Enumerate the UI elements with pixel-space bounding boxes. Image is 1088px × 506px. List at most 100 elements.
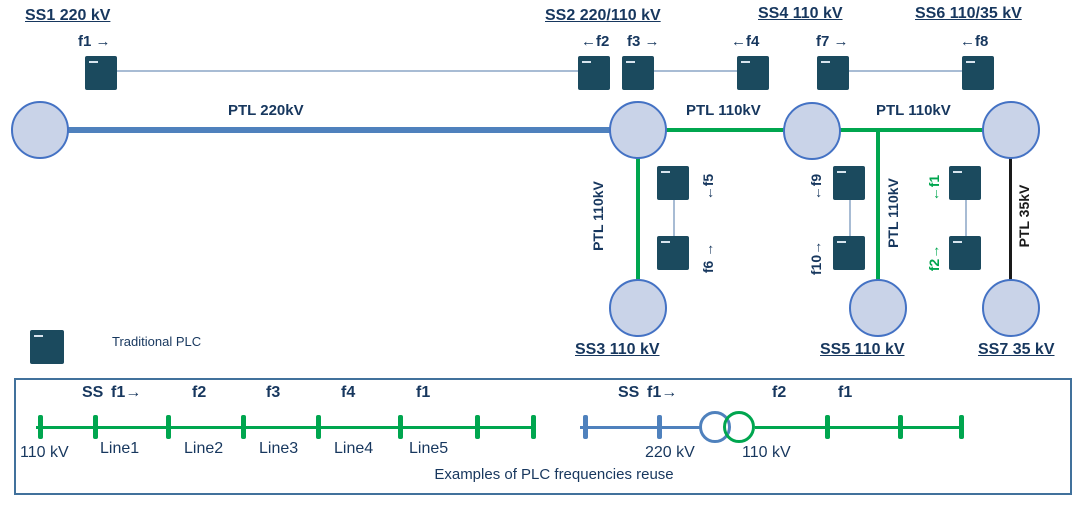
freq-f4-label: ←f4 [731,33,760,50]
example1-line5-label: Line5 [409,440,449,457]
ss3-label: SS3 110 kV [575,341,660,358]
example2-220kv-line [580,426,700,429]
transformer-secondary-winding-icon [723,411,755,443]
example1-f1-reused-label: f1 [416,384,431,401]
plc-box-f9 [833,166,865,200]
plc-screen-icon [741,61,750,63]
example1-f1-label: f1→ [111,384,142,401]
example2-ss-label: SS [618,384,640,401]
example1-line4-label: Line4 [334,440,374,457]
example1-f3-label: f3 [266,384,281,401]
plc-screen-icon [837,171,846,173]
ptl-220kv-label: PTL 220kV [228,102,304,119]
plc-link-f3-f4 [654,70,737,72]
bus-tick [825,415,830,439]
plc-screen-icon [661,171,670,173]
plc-box-f1-reused [949,166,981,200]
plc-screen-icon [626,61,635,63]
ss6-node [982,101,1040,159]
freq-f7-label: f7 → [816,33,849,50]
plc-screen-icon [966,61,975,63]
bus-tick [316,415,321,439]
bus-tick [475,415,480,439]
plc-screen-icon [953,171,962,173]
plc-link-f1-f2 [117,70,578,72]
bus-tick [166,415,171,439]
plc-screen-icon [953,241,962,243]
ptl-110kv-line-ss2-ss3 [636,157,640,281]
ptl-110kv-label-ss4-ss5: PTL 110kV [885,178,901,248]
examples-panel [14,378,1072,495]
ptl-110kv-line-ss2-ss4 [665,128,785,132]
bus-tick [93,415,98,439]
plc-box-f5 [657,166,689,200]
freq-f3-label: f3 → [627,33,660,50]
freq-f6-label: f6 → [700,242,716,274]
ss2-label: SS2 220/110 kV [545,7,661,24]
ptl-110kv-label-ss2-ss3: PTL 110kV [590,181,606,251]
plc-screen-icon [89,61,98,63]
ss3-node [609,279,667,337]
ss4-label: SS4 110 kV [758,5,843,22]
plc-link-f9-f10 [849,200,851,236]
ss6-label: SS6 110/35 kV [915,5,1022,22]
ptl-110kv-label-ss2-ss4: PTL 110kV [686,102,761,119]
ss2-node [609,101,667,159]
plc-screen-icon [34,335,43,337]
example2-f2-label: f2 [772,384,787,401]
plc-link-f7-f8 [849,70,962,72]
bus-tick [583,415,588,439]
freq-f8-label: ←f8 [960,33,989,50]
ptl-110kv-line-ss4-ss5 [876,130,880,281]
bus-tick [38,415,43,439]
example2-f1-label: f1→ [647,384,678,401]
ss7-node [982,279,1040,337]
plc-screen-icon [821,61,830,63]
plc-link-f5-f6 [673,200,675,236]
example2-f1-reused-label: f1 [838,384,853,401]
ss5-node [849,279,907,337]
plc-box-f3 [622,56,654,90]
ptl-110kv-label-ss4-ss6: PTL 110kV [876,102,951,119]
examples-caption: Examples of PLC frequencies reuse [434,466,674,483]
example1-f2-label: f2 [192,384,207,401]
bus-tick [398,415,403,439]
bus-tick [531,415,536,439]
freq-f10-label: f10→ [808,240,824,276]
example1-voltage-label: 110 kV [20,444,69,461]
freq-f2-reused-label: f2→ [926,244,942,272]
example1-line1-label: Line1 [100,440,140,457]
ss4-node [783,102,841,160]
bus-tick [241,415,246,439]
ss7-label: SS7 35 kV [978,341,1055,358]
bus-tick [898,415,903,439]
example2-voltage-left-label: 220 kV [645,444,695,461]
ss1-label: SS1 220 kV [25,7,111,24]
ss1-node [11,101,69,159]
example1-line2-label: Line2 [184,440,224,457]
plc-box-f8 [962,56,994,90]
example1-line3-label: Line3 [259,440,299,457]
plc-screen-icon [837,241,846,243]
legend-plc-box [30,330,64,364]
ss5-label: SS5 110 kV [820,341,905,358]
example2-voltage-right-label: 110 kV [742,444,791,461]
bus-tick [657,415,662,439]
example1-ss-label: SS [82,384,104,401]
plc-screen-icon [661,241,670,243]
plc-box-f2 [578,56,610,90]
legend-traditional-plc-label: Traditional PLC [112,334,202,349]
ptl-220kv-line [64,127,611,133]
example1-bus-line [36,426,535,429]
plc-screen-icon [582,61,591,63]
plc-box-f2-reused [949,236,981,270]
plc-box-f4 [737,56,769,90]
ptl-110kv-line-ss4-ss6 [840,128,984,132]
bus-tick [959,415,964,439]
ptl-35kv-label: PTL 35kV [1016,184,1032,248]
ptl-35kv-line-ss6-ss7 [1009,157,1012,281]
plc-box-f7 [817,56,849,90]
example2-110kv-line [755,426,964,429]
freq-f2-label: ←f2 [581,33,610,50]
